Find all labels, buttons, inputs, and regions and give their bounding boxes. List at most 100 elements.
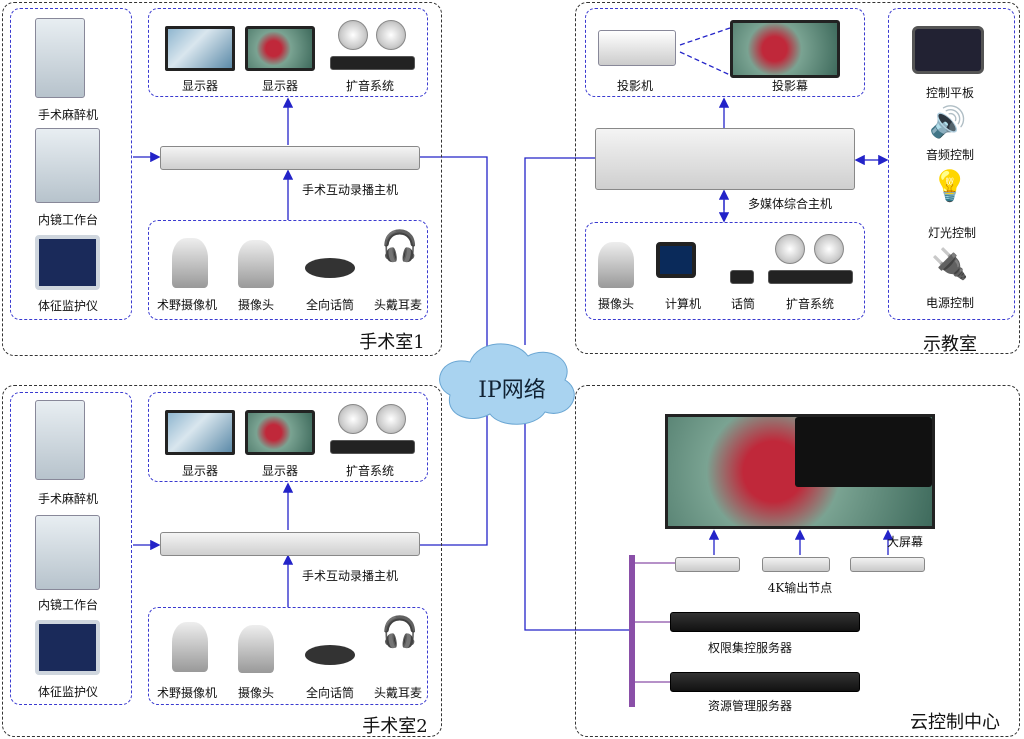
label-display: 显示器: [181, 79, 219, 93]
recording-host-device: [160, 532, 420, 556]
label-field-camera: 术野摄像机: [156, 686, 218, 700]
label-endoscope: 内镜工作台: [37, 598, 99, 612]
label-audio: 扩音系统: [345, 79, 395, 93]
speaker-image: [376, 404, 406, 434]
label-audio-control: 音频控制: [925, 148, 975, 162]
label-resource-server: 资源管理服务器: [707, 699, 793, 713]
resource-server-device: [670, 672, 860, 692]
microphone-image: [730, 270, 754, 284]
computer-image: [656, 242, 696, 278]
or1-medical-group: [10, 8, 132, 320]
label-tablet: 控制平板: [925, 86, 975, 100]
label-display: 显示器: [181, 464, 219, 478]
teaching-title: 示教室: [923, 334, 977, 355]
bus-bar: [629, 555, 635, 707]
label-anesthesia: 手术麻醉机: [37, 492, 99, 506]
label-projection-screen: 投影幕: [771, 79, 809, 93]
speaker-image: [814, 234, 844, 264]
label-field-camera: 术野摄像机: [156, 298, 218, 312]
speaker-volume-icon: 🔊: [929, 105, 967, 140]
display-image: [245, 410, 315, 455]
vital-monitor-image: [35, 235, 100, 290]
or2-medical-group: [10, 392, 132, 705]
camera-image: [238, 625, 274, 673]
label-microphone: 话筒: [730, 297, 756, 311]
headset-icon: 🎧: [381, 615, 419, 650]
output-node-device: [675, 557, 740, 572]
amplifier-image: [330, 440, 415, 454]
label-anesthesia: 手术麻醉机: [37, 108, 99, 122]
amplifier-image: [330, 56, 415, 70]
label-headset: 头戴耳麦: [373, 686, 423, 700]
omni-mic-image: [305, 258, 355, 278]
label-light-control: 灯光控制: [927, 226, 977, 240]
omni-mic-image: [305, 645, 355, 665]
or2-capture-group: [148, 607, 428, 705]
cloud-control-zone: [575, 385, 1020, 737]
label-headset: 头戴耳麦: [373, 298, 423, 312]
operating-room-2-zone: [2, 385, 442, 737]
teaching-control-group: [888, 8, 1015, 320]
operating-room-1-zone: [2, 2, 442, 356]
label-multimedia-host: 多媒体综合主机: [747, 197, 833, 211]
label-big-screen: 大屏幕: [886, 535, 924, 549]
label-camera: 摄像头: [237, 298, 275, 312]
cloud-title: 云控制中心: [910, 712, 1000, 733]
or1-display-group: [148, 8, 428, 97]
label-power-control: 电源控制: [925, 296, 975, 310]
camera-image: [598, 242, 634, 288]
recording-host-device: [160, 146, 420, 170]
vital-monitor-image: [35, 620, 100, 675]
label-computer: 计算机: [664, 297, 702, 311]
label-audio: 扩音系统: [345, 464, 395, 478]
anesthesia-machine-image: [35, 18, 85, 98]
speaker-image: [338, 20, 368, 50]
label-recording-host: 手术互动录播主机: [301, 569, 399, 583]
ip-cloud-shape: [439, 343, 575, 425]
output-node-device: [850, 557, 925, 572]
display-image: [245, 26, 315, 71]
label-output-nodes: 4K输出节点: [767, 581, 833, 595]
label-endoscope: 内镜工作台: [37, 213, 99, 227]
multimedia-host-device: [595, 128, 855, 190]
speaker-image: [775, 234, 805, 264]
or1-title: 手术室1: [359, 332, 425, 353]
amplifier-image: [768, 270, 853, 284]
power-plug-icon: 🔌: [931, 247, 969, 282]
anesthesia-machine-image: [35, 400, 85, 480]
or1-capture-group: [148, 220, 428, 320]
projection-screen-image: [730, 20, 840, 78]
camera-image: [238, 240, 274, 288]
auth-server-device: [670, 612, 860, 632]
field-camera-image: [172, 622, 208, 672]
label-vital-monitor: 体征监护仪: [37, 299, 99, 313]
endoscope-image: [35, 128, 100, 203]
headset-icon: 🎧: [381, 229, 419, 264]
projector-image: [598, 30, 676, 66]
vitals-panel: [795, 417, 932, 487]
or2-display-group: [148, 392, 428, 482]
light-bulb-icon: 💡: [931, 169, 969, 204]
label-audio: 扩音系统: [785, 297, 835, 311]
or2-title: 手术室2: [362, 716, 428, 737]
teaching-projection-group: [585, 8, 865, 97]
output-node-device: [762, 557, 830, 572]
teaching-room-zone: [575, 2, 1020, 354]
label-projector: 投影机: [616, 79, 654, 93]
label-display: 显示器: [261, 464, 299, 478]
field-camera-image: [172, 238, 208, 288]
display-image: [165, 26, 235, 71]
teaching-capture-group: [585, 222, 865, 320]
endoscope-image: [35, 515, 100, 590]
label-recording-host: 手术互动录播主机: [301, 183, 399, 197]
tablet-image: [912, 26, 984, 74]
label-display: 显示器: [261, 79, 299, 93]
label-auth-server: 权限集控服务器: [707, 641, 793, 655]
ip-network-label: IP网络: [478, 378, 546, 403]
label-camera: 摄像头: [237, 686, 275, 700]
label-mic: 全向话筒: [305, 298, 355, 312]
speaker-image: [376, 20, 406, 50]
speaker-image: [338, 404, 368, 434]
label-camera: 摄像头: [597, 297, 635, 311]
